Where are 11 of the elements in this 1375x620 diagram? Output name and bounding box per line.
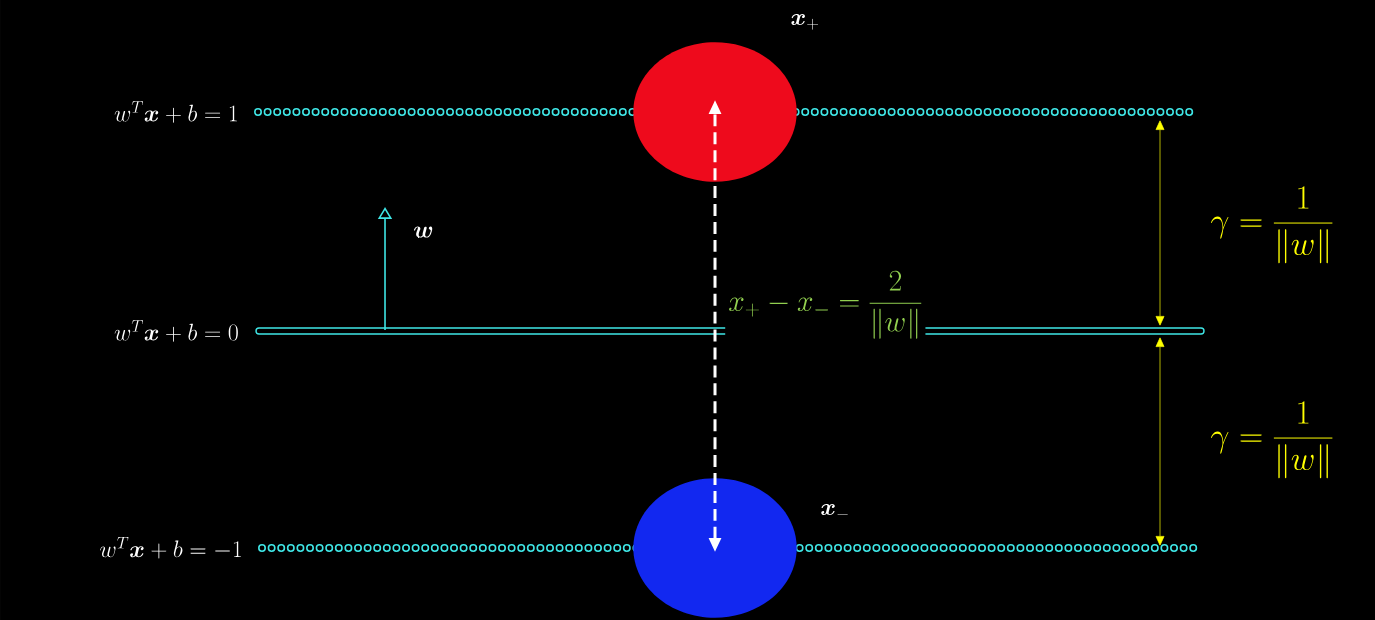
edge-label: $x_+ - x_- = \frac{2}{\|w\|}$	[725, 268, 926, 342]
vector-label: $\boldsymbol{w}$	[413, 226, 433, 238]
point-circle	[633, 478, 797, 618]
margin-formula: $\gamma=\frac{1}{\|w\|}$	[1211, 401, 1333, 479]
equation-label: $w^T\boldsymbol{x}+b=-1$	[100, 537, 242, 559]
point-label: $\boldsymbol{x}_+$	[791, 14, 819, 30]
point-circle	[633, 42, 797, 182]
equation-label: $w^T\boldsymbol{x}+b=0$	[114, 320, 238, 342]
margin-formula: $\gamma=\frac{1}{\|w\|}$	[1211, 186, 1333, 264]
point-label: $\boldsymbol{x}_-$	[821, 504, 848, 515]
equation-label: $w^T\boldsymbol{x}+b=1$	[114, 101, 237, 123]
